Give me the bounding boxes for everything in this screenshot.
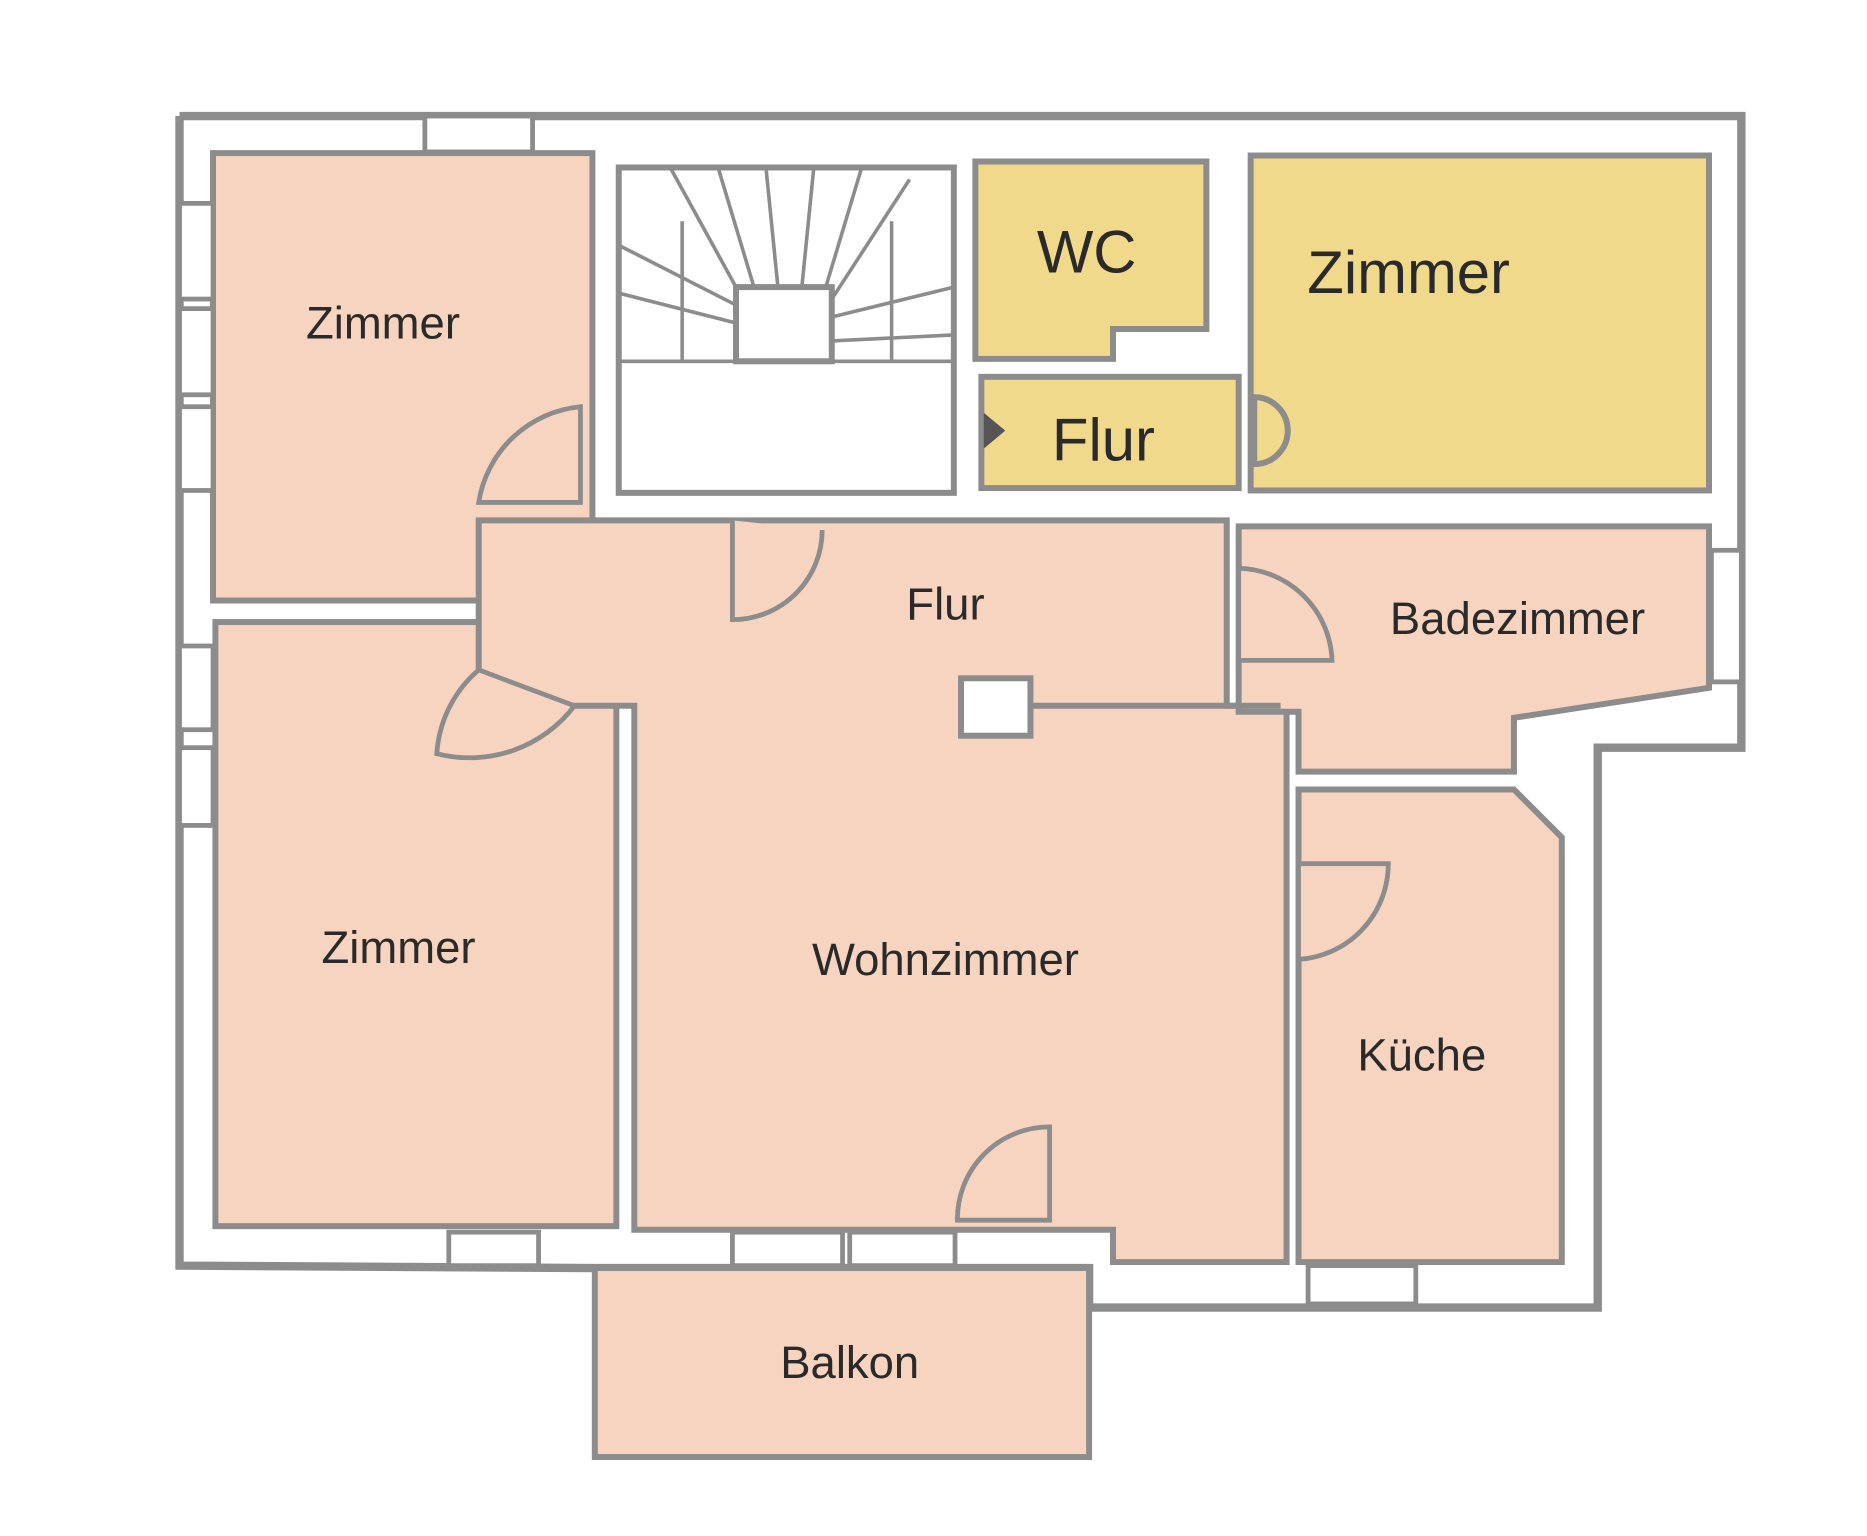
outer-wall xyxy=(175,111,1746,1312)
door-swing-balkon xyxy=(955,1124,1052,1223)
label-zimmer-bottom-left: Zimmer xyxy=(322,922,476,973)
door-swing-kueche xyxy=(1296,861,1391,962)
label-wc: WC xyxy=(1037,219,1137,286)
door-swing-zimmer-top xyxy=(475,404,583,505)
room-balkon xyxy=(591,1265,1093,1461)
door-swing-stair xyxy=(730,520,825,623)
door-marker-flur xyxy=(983,412,1006,449)
door-swing-zimmer-bottom xyxy=(434,667,579,761)
room-zimmer-top-right xyxy=(1247,152,1713,494)
door-swing-zimmer-right xyxy=(1251,394,1291,468)
label-flur-main: Flur xyxy=(906,579,984,630)
label-balkon: Balkon xyxy=(780,1337,919,1388)
room-wc xyxy=(972,158,1210,362)
label-zimmer-top-right: Zimmer xyxy=(1307,239,1510,306)
label-wohnzimmer: Wohnzimmer xyxy=(812,934,1079,985)
windows xyxy=(177,113,1744,1307)
label-flur-small: Flur xyxy=(1052,407,1155,474)
chimney xyxy=(958,675,1034,739)
door-swing-bad xyxy=(1236,565,1335,663)
label-kueche: Küche xyxy=(1357,1030,1486,1081)
room-kueche xyxy=(1295,786,1565,1266)
room-flur-small xyxy=(978,373,1242,492)
label-zimmer-top-left: Zimmer xyxy=(306,298,460,349)
label-badezimmer: Badezimmer xyxy=(1390,593,1645,644)
staircase xyxy=(615,164,957,496)
